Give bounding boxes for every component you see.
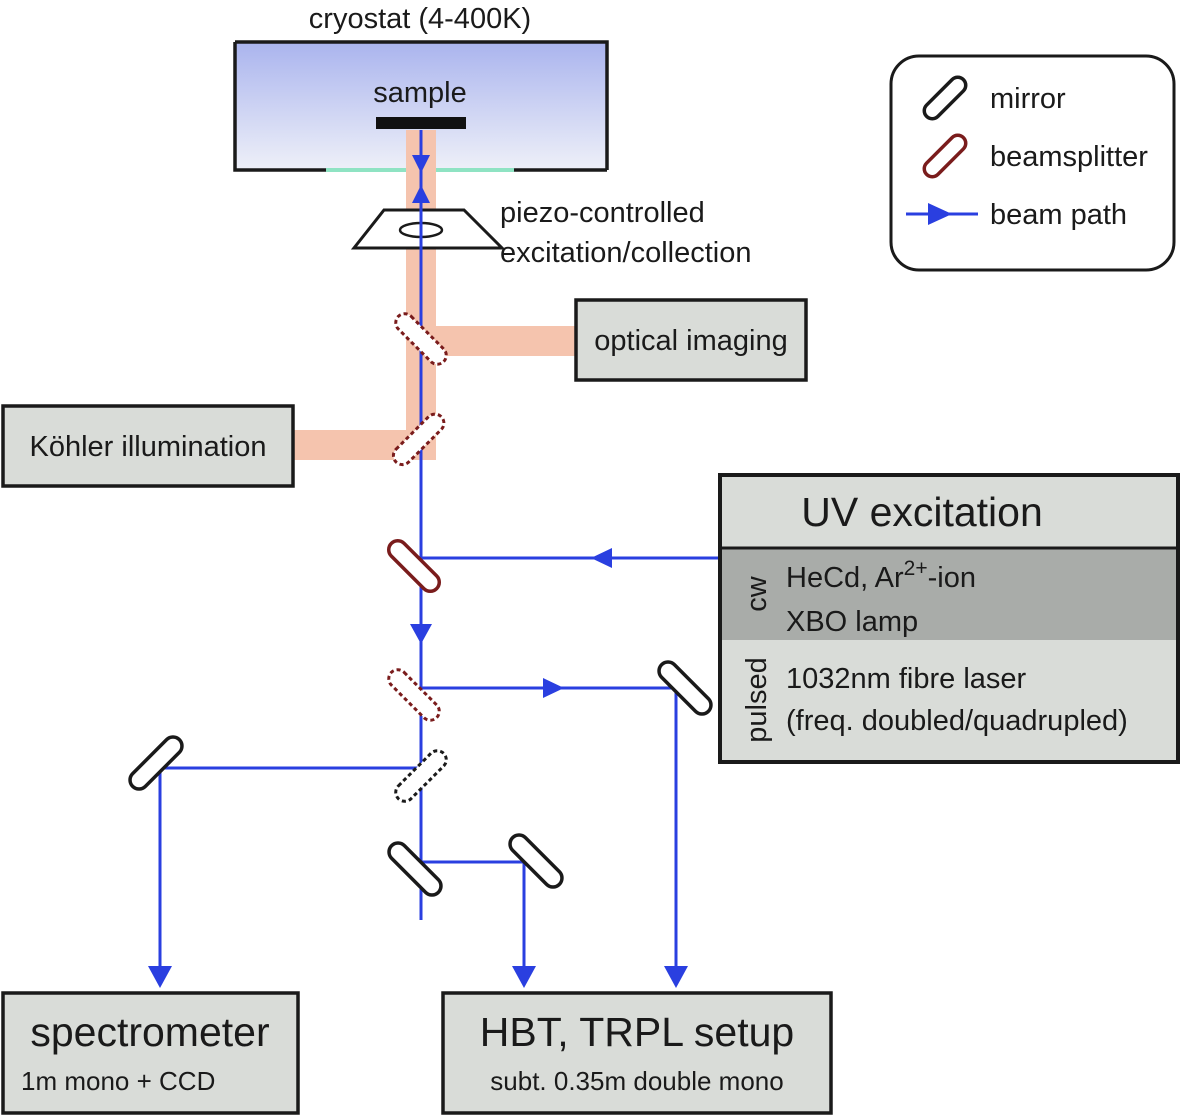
beam-arrow-down-mid [410, 624, 432, 644]
mirror-hbt-left [387, 841, 443, 897]
legend-mirror-icon [922, 75, 968, 121]
legend-beam-path-label: beam path [990, 199, 1127, 231]
beam-arrow-spectrometer [148, 966, 172, 988]
cw-line-1: HeCd, Ar2+-ion [786, 557, 976, 594]
legend-mirror-label: mirror [990, 83, 1066, 115]
objective-label-1: piezo-controlled [500, 197, 705, 229]
legend-beamsplitter-icon [922, 133, 968, 179]
optical-imaging-path [294, 130, 577, 460]
flip-beamsplitter-imaging [394, 312, 448, 366]
spectrometer-title: spectrometer [30, 1009, 269, 1055]
beam-arrow-down-sample [412, 155, 430, 173]
cw-band [720, 548, 1178, 640]
beamsplitter-uv [386, 538, 442, 594]
pulsed-line-2: (freq. doubled/quadrupled) [786, 705, 1128, 737]
flip-beamsplitter-pulsed [387, 668, 441, 722]
spectrometer-subtitle: 1m mono + CCD [21, 1066, 215, 1096]
optical-imaging-box [574, 298, 808, 382]
beam-arrow-hbt-2 [664, 966, 688, 988]
kohler-illumination-label: Köhler illumination [30, 431, 267, 463]
mirror-spectrometer [128, 735, 184, 791]
objective-lens [350, 208, 506, 250]
optical-imaging-label: optical imaging [594, 325, 787, 357]
cw-label: cw [741, 575, 773, 612]
flip-beamsplitter-illumination [391, 412, 446, 467]
beam-arrow-pulsed [543, 678, 564, 698]
cryostat-title: cryostat (4-400K) [309, 3, 531, 35]
hbt-trpl-title: HBT, TRPL setup [480, 1009, 794, 1055]
pulsed-label: pulsed [741, 657, 773, 742]
legend [889, 54, 1176, 272]
sample-label: sample [373, 77, 467, 109]
uv-excitation-box [718, 473, 1180, 764]
beam-arrow-hbt-1 [512, 966, 536, 988]
objective-label-2: excitation/collection [500, 237, 751, 269]
kohler-illumination-box [1, 404, 295, 488]
hbt-trpl-subtitle: subt. 0.35m double mono [490, 1066, 783, 1096]
beam-arrow-uv-input [591, 548, 612, 568]
spectrometer-box [1, 991, 300, 1115]
cw-line-2: XBO lamp [786, 606, 918, 638]
uv-excitation-title: UV excitation [801, 489, 1043, 535]
hbt-trpl-box [441, 991, 833, 1115]
pulsed-line-1: 1032nm fibre laser [786, 663, 1027, 695]
flip-mirror-detection [394, 749, 448, 803]
beam-arrow-up-sample [412, 185, 430, 203]
mirror-pulsed [657, 660, 713, 716]
legend-beamsplitter-label: beamsplitter [990, 141, 1148, 173]
sample [376, 117, 466, 129]
mirror-hbt-right [508, 833, 564, 889]
